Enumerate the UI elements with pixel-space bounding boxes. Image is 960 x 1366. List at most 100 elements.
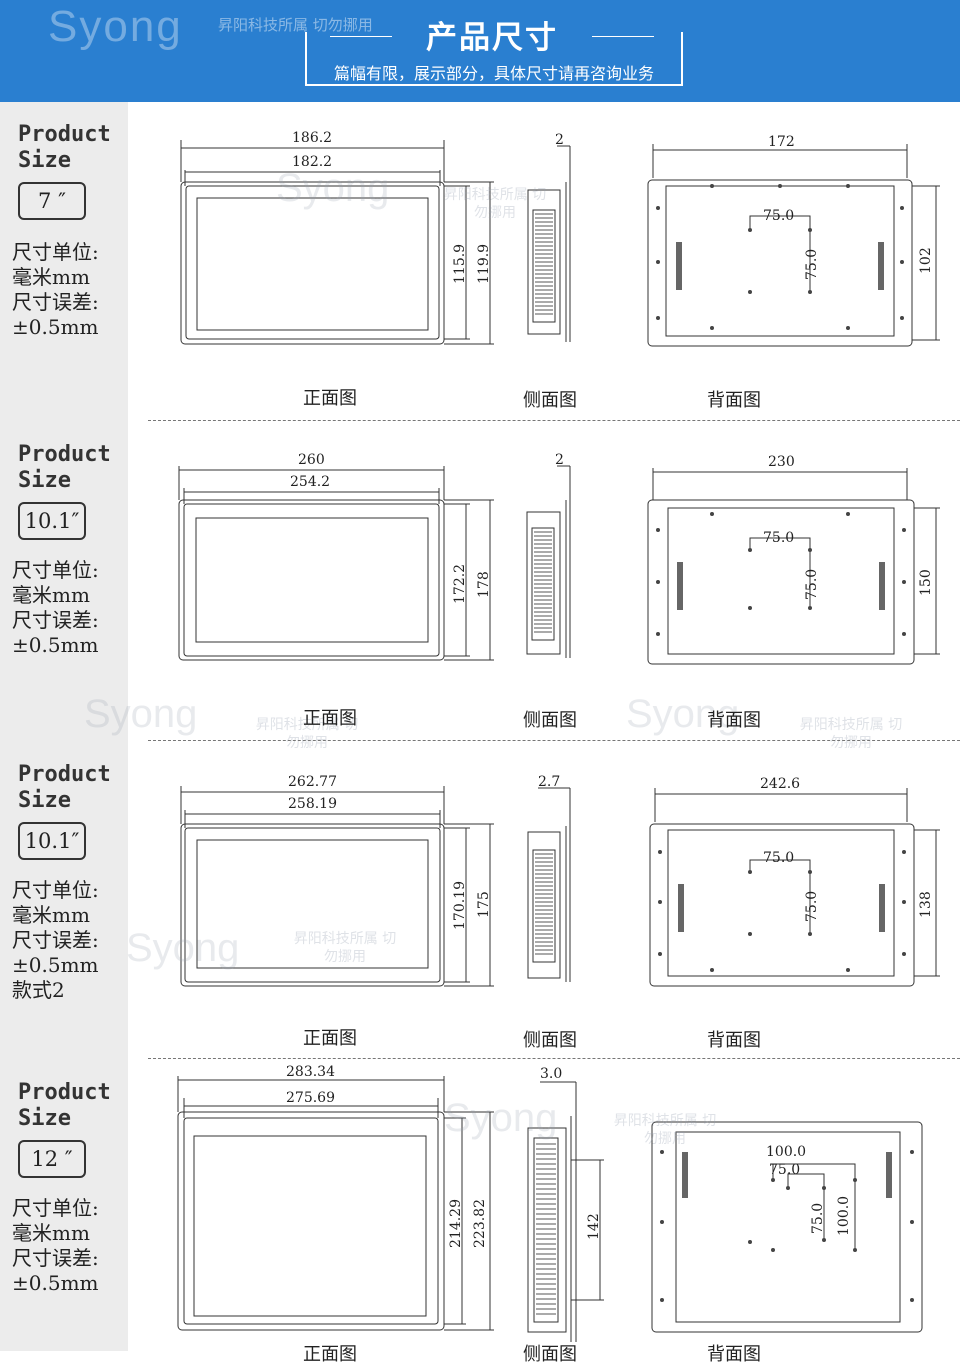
product-label: Product [18, 1080, 111, 1105]
size-label: Size [18, 468, 71, 493]
dim-front-outer-width: 262.77 [288, 774, 337, 790]
unit-line: ±0.5mm [12, 1271, 99, 1295]
unit-line: 毫米mm [12, 1221, 90, 1245]
product-label: Product [18, 122, 111, 147]
unit-line: 尺寸单位: [12, 878, 99, 902]
header-banner: Syong 昇阳科技所属 切勿挪用 产品尺寸 篇幅有限，展示部分，具体尺寸请再咨… [0, 0, 960, 102]
caption-side-view: 侧面图 [523, 1030, 577, 1051]
dim-back-vesa-horizontal: 75.0 [763, 208, 795, 224]
dim-back-height: 138 [918, 891, 934, 918]
size-badge: 10.1″ [18, 502, 86, 540]
caption-side-view: 侧面图 [523, 390, 577, 411]
caption-front-view: 正面图 [303, 1028, 357, 1049]
header-watermark-logo: Syong [48, 2, 183, 51]
size-badge: 10.1″ [18, 822, 86, 860]
dim-back-vesa-horizontal: 75.0 [763, 530, 795, 546]
header-frame [305, 32, 683, 86]
header-watermark-text: 昇阳科技所属 切勿挪用 [218, 16, 373, 34]
unit-line: 尺寸误差: [12, 928, 99, 952]
dim-back-vesa-horizontal-outer: 100.0 [766, 1144, 807, 1160]
dim-front-outer-width: 283.34 [286, 1064, 335, 1080]
header-divider-left [330, 36, 392, 37]
dim-front-inner-height: 172.2 [452, 563, 468, 604]
dim-front-outer-height: 223.82 [472, 1199, 488, 1248]
product-label: Product [18, 442, 111, 467]
front-view-drawing [180, 140, 940, 347]
dim-back-width: 172 [768, 134, 795, 150]
front-view-drawing [177, 1076, 923, 1342]
front-view-drawing [180, 786, 940, 987]
size-badge: 7 ″ [18, 182, 86, 220]
unit-note: 尺寸单位: 毫米mm 尺寸误差: ±0.5mm [12, 558, 99, 658]
product-section-4: Product Size 12 ″ 尺寸单位: 毫米mm 尺寸误差: ±0.5m… [0, 1062, 960, 1365]
unit-note: 尺寸单位: 毫米mm 尺寸误差: ±0.5mm [12, 1196, 99, 1296]
caption-side-view: 侧面图 [523, 710, 577, 731]
dim-front-outer-height: 178 [476, 571, 492, 598]
dim-front-outer-width: 260 [298, 452, 325, 468]
dim-front-inner-height: 115.9 [452, 243, 468, 284]
caption-front-view: 正面图 [303, 388, 357, 409]
unit-line: 尺寸误差: [12, 608, 99, 632]
caption-front-view: 正面图 [303, 708, 357, 729]
page-title: 产品尺寸 [426, 20, 558, 56]
dim-side-depth: 2.7 [538, 774, 561, 790]
dim-back-height: 150 [918, 569, 934, 596]
front-view-drawing [178, 465, 940, 665]
dim-front-inner-height: 170.19 [452, 881, 468, 930]
dim-back-width: 230 [768, 454, 795, 470]
dim-front-inner-height: 214.29 [448, 1199, 464, 1248]
dim-front-inner-width: 254.2 [290, 474, 331, 490]
unit-line: 尺寸单位: [12, 240, 99, 264]
header-divider-right [592, 36, 654, 37]
dim-back-vesa-vertical: 75.0 [810, 1202, 826, 1234]
unit-line: ±0.5mm [12, 633, 99, 657]
size-label: Size [18, 148, 71, 173]
dim-side-depth: 3.0 [540, 1066, 563, 1082]
dim-back-height: 102 [918, 247, 934, 274]
unit-note: 尺寸单位: 毫米mm 尺寸误差: ±0.5mm [12, 240, 99, 340]
product-section-1: Product Size 7 ″ 尺寸单位: 毫米mm 尺寸误差: ±0.5mm [0, 102, 960, 422]
caption-back-view: 背面图 [707, 390, 761, 411]
caption-front-view: 正面图 [303, 1344, 357, 1365]
size-badge: 12 ″ [18, 1140, 86, 1178]
product-section-3: Product Size 10.1″ 尺寸单位: 毫米mm 尺寸误差: ±0.5… [0, 742, 960, 1062]
caption-back-view: 背面图 [707, 1344, 761, 1365]
dim-back-vesa-vertical: 75.0 [804, 248, 820, 280]
size-label: Size [18, 788, 71, 813]
unit-line: ±0.5mm [12, 315, 99, 339]
page-subtitle: 篇幅有限，展示部分，具体尺寸请再咨询业务 [333, 64, 654, 83]
caption-back-view: 背面图 [707, 710, 761, 731]
dim-back-vesa-vertical: 75.0 [804, 890, 820, 922]
dim-side-depth: 2 [555, 452, 564, 468]
unit-line: 毫米mm [12, 583, 90, 607]
unit-line: 尺寸误差: [12, 290, 99, 314]
size-label: Size [18, 1106, 71, 1131]
unit-line: 毫米mm [12, 265, 90, 289]
dim-side-depth: 2 [555, 132, 564, 148]
section-divider [148, 420, 960, 421]
product-label: Product [18, 762, 111, 787]
dim-back-vesa-vertical-outer: 100.0 [836, 1195, 852, 1236]
unit-line: 尺寸误差: [12, 1246, 99, 1270]
unit-line: 尺寸单位: [12, 558, 99, 582]
dim-back-vesa-horizontal: 75.0 [769, 1162, 801, 1178]
caption-side-view: 侧面图 [523, 1344, 577, 1365]
unit-line: 毫米mm [12, 903, 90, 927]
dim-front-outer-width: 186.2 [292, 130, 333, 146]
dim-front-inner-width: 258.19 [288, 796, 337, 812]
dim-front-inner-width: 275.69 [286, 1090, 335, 1106]
section-divider [148, 1058, 960, 1059]
dim-front-outer-height: 175 [476, 891, 492, 918]
dim-side-height: 142 [586, 1213, 602, 1240]
product-section-2: Product Size 10.1″ 尺寸单位: 毫米mm 尺寸误差: ±0.5… [0, 422, 960, 751]
dim-front-inner-width: 182.2 [292, 154, 333, 170]
dim-front-outer-height: 119.9 [476, 243, 492, 284]
unit-line: ±0.5mm [12, 953, 99, 977]
dim-back-vesa-horizontal: 75.0 [763, 850, 795, 866]
unit-line: 尺寸单位: [12, 1196, 99, 1220]
dim-back-width: 242.6 [760, 776, 801, 792]
unit-line: 款式2 [12, 978, 65, 1002]
section-divider [148, 740, 960, 741]
unit-note: 尺寸单位: 毫米mm 尺寸误差: ±0.5mm 款式2 [12, 878, 99, 1003]
caption-back-view: 背面图 [707, 1030, 761, 1051]
